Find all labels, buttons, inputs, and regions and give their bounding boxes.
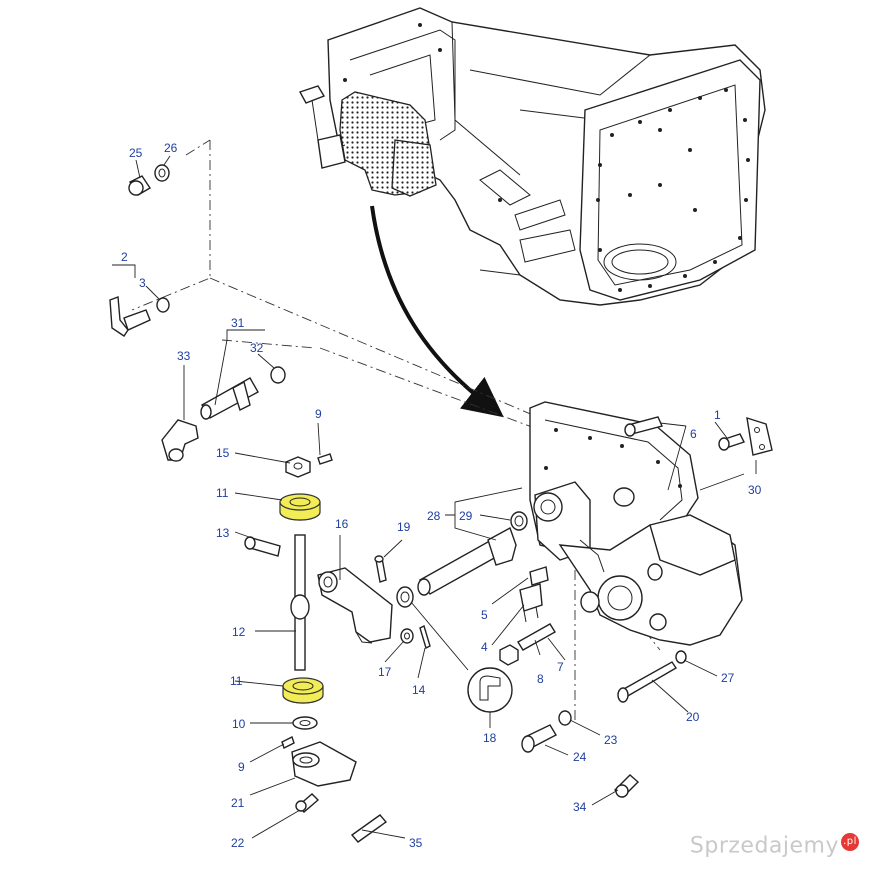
label-21: 21 — [231, 796, 245, 810]
label-9-bottom: 9 — [238, 760, 245, 774]
part-28-shaft — [417, 526, 517, 596]
label-35: 35 — [409, 836, 423, 850]
label-27: 27 — [721, 671, 735, 685]
label-6: 6 — [690, 427, 697, 441]
label-34: 34 — [573, 800, 587, 814]
label-8: 8 — [537, 672, 544, 686]
assembly-arrow — [370, 205, 504, 418]
part-30-plate — [746, 416, 773, 456]
label-23: 23 — [604, 733, 618, 747]
label-5: 5 — [481, 608, 488, 622]
watermark-text: Sprzedajemy — [689, 833, 839, 858]
part-34-bolt — [613, 774, 640, 798]
label-29: 29 — [459, 509, 473, 523]
watermark: Sprzedajemy.pl — [689, 832, 859, 858]
part-11-bush-top — [279, 493, 321, 521]
watermark-domain-badge: .pl — [841, 832, 859, 851]
part-16-lever — [317, 567, 393, 644]
part-13-bolt — [244, 536, 281, 557]
part-7-stud — [517, 623, 556, 651]
part-29-seal — [510, 511, 528, 531]
part-18-detail — [467, 667, 513, 713]
bearing-ring — [396, 586, 414, 608]
part-25-plug — [128, 175, 151, 196]
part-3-oring — [156, 297, 170, 313]
label-20: 20 — [686, 710, 700, 724]
label-10: 10 — [232, 717, 246, 731]
selector-cover-assembly — [529, 401, 743, 646]
label-11-top: 11 — [216, 486, 229, 500]
part-19-screw — [374, 555, 387, 583]
part-14-pin — [419, 625, 431, 649]
label-14: 14 — [412, 683, 426, 697]
part-26-washer — [154, 164, 170, 182]
part-31-tee — [200, 377, 259, 420]
label-24: 24 — [573, 750, 587, 764]
part-11-bush-bottom — [282, 677, 324, 704]
label-31: 31 — [231, 316, 245, 330]
part-27-oring — [675, 650, 687, 664]
label-12: 12 — [232, 625, 246, 639]
label-3: 3 — [139, 276, 146, 290]
label-4: 4 — [481, 640, 488, 654]
part-6-bolt — [624, 416, 663, 437]
label-13: 13 — [216, 526, 230, 540]
label-18: 18 — [483, 731, 497, 745]
part-12-shaft — [290, 534, 310, 671]
part-24-sensor — [521, 724, 557, 753]
part-21-bracket — [291, 741, 357, 787]
label-16: 16 — [335, 517, 349, 531]
part-5-switch — [519, 566, 549, 623]
label-30: 30 — [748, 483, 762, 497]
label-32: 32 — [250, 341, 264, 355]
part-23-washer — [558, 710, 572, 726]
part-15-nut — [285, 456, 311, 478]
label-33: 33 — [177, 349, 191, 363]
label-9-top: 9 — [315, 407, 322, 421]
part-32-oring — [270, 366, 286, 384]
part-1-bolt — [718, 433, 745, 451]
part-2-elbow — [109, 296, 151, 337]
leader-lines — [112, 155, 757, 839]
part-8-nut — [499, 644, 519, 666]
part-labels: 25 26 2 3 31 32 33 9 15 11 13 16 19 12 1… — [121, 141, 762, 850]
label-17: 17 — [378, 665, 392, 679]
label-2: 2 — [121, 250, 128, 264]
part-35-stud — [350, 814, 388, 843]
label-15: 15 — [216, 446, 230, 460]
transmission-housing — [298, 7, 766, 306]
part-17-washer — [400, 628, 414, 644]
assembly-boundary — [131, 139, 661, 720]
part-22-screw — [295, 793, 320, 813]
label-28: 28 — [427, 509, 441, 523]
part-33-elbow — [161, 419, 199, 462]
label-11-bottom: 11 — [230, 674, 243, 688]
label-1: 1 — [714, 408, 721, 422]
label-26: 26 — [164, 141, 178, 155]
label-19: 19 — [397, 520, 411, 534]
part-20-bolt — [617, 661, 677, 703]
label-7: 7 — [557, 660, 564, 674]
part-9-pin-bottom — [281, 736, 295, 749]
part-9-pin-top — [317, 453, 333, 465]
label-25: 25 — [129, 146, 143, 160]
label-22: 22 — [231, 836, 245, 850]
part-10-washer — [292, 716, 318, 730]
